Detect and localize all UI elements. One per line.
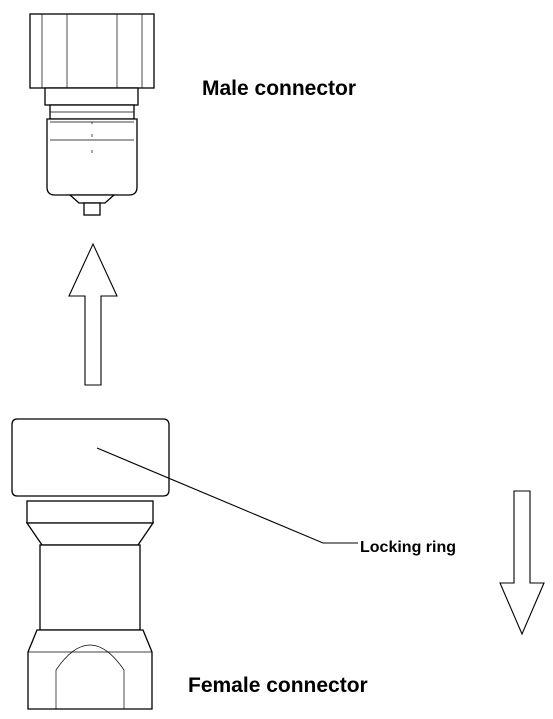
female-connector-label: Female connector — [188, 674, 368, 697]
female-collar — [26, 500, 154, 524]
locking-ring — [11, 418, 170, 497]
female-shaft — [39, 544, 141, 631]
male-pin — [83, 202, 101, 216]
locking-ring-label: Locking ring — [360, 539, 456, 556]
male-taper — [68, 194, 116, 204]
up-arrow-icon — [68, 242, 118, 386]
female-hex-base — [27, 629, 153, 710]
female-connector — [11, 418, 170, 710]
locking-ring-leader — [96, 447, 358, 544]
male-body — [46, 118, 138, 196]
down-arrow-icon — [499, 490, 545, 636]
male-hex-nut — [29, 13, 155, 89]
male-connector — [29, 13, 155, 216]
female-taper — [25, 522, 155, 546]
male-connector-label: Male connector — [202, 77, 356, 100]
male-collar — [44, 87, 139, 106]
